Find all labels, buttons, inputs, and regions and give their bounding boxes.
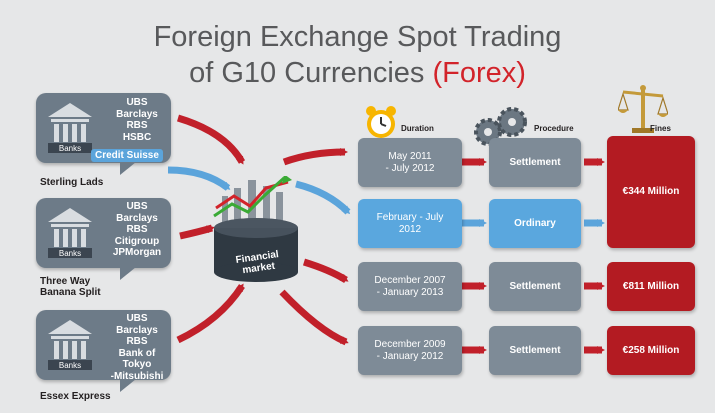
fine-box-3: €258 Million bbox=[607, 326, 695, 375]
arrow-market-to-case1 bbox=[282, 148, 348, 166]
page-title-line2: of G10 Currencies (Forex) bbox=[0, 56, 715, 90]
group-name-three-way-banana-split: Three Way Banana Split bbox=[40, 276, 101, 298]
arrow-threeway-to-market bbox=[179, 224, 215, 240]
duration-box-4: December 2009 - January 2012 bbox=[358, 326, 462, 375]
header-duration: Duration bbox=[401, 124, 434, 133]
bank-name: JPMorgan bbox=[112, 247, 162, 258]
arrow-market-to-case2 bbox=[295, 180, 351, 215]
bank-name: Barclays bbox=[116, 324, 158, 336]
bank-name: Citigroup bbox=[114, 235, 160, 247]
bank-group-three-way-banana-split: Banks UBS Barclays RBS Citigroup JPMorga… bbox=[36, 198, 171, 280]
bank-group-essex-express: Banks UBS Barclays RBS Bank of Tokyo -Mi… bbox=[36, 310, 171, 392]
bank-name: UBS bbox=[126, 313, 148, 324]
arrow-sterling-to-market bbox=[177, 114, 246, 165]
arrow-market-to-case4 bbox=[279, 289, 349, 346]
financial-market-cylinder bbox=[213, 176, 298, 282]
bank-name: RBS bbox=[126, 120, 148, 131]
bank-name: Barclays bbox=[116, 108, 158, 120]
duration-box-1: May 2011 - July 2012 bbox=[358, 138, 462, 187]
bank-building-icon: Banks bbox=[48, 320, 92, 370]
fine-box-1: €344 Million bbox=[607, 136, 695, 248]
bank-name: Bank of Tokyo bbox=[118, 347, 156, 371]
credit-suisse-badge: Credit Suisse bbox=[91, 149, 163, 162]
page-title: Foreign Exchange Spot Trading bbox=[153, 21, 562, 53]
bank-name: HSBC bbox=[122, 131, 152, 143]
bank-building-icon: Banks bbox=[48, 208, 92, 258]
alarm-clock-icon bbox=[366, 106, 396, 138]
duration-box-3: December 2007 - January 2013 bbox=[358, 262, 462, 311]
procedure-box-3: Settlement bbox=[489, 262, 581, 311]
bank-icon-label: Banks bbox=[59, 361, 81, 370]
title-prefix: of G10 Currencies bbox=[189, 57, 425, 89]
title-accent: (Forex) bbox=[432, 57, 526, 89]
bank-icon-label: Banks bbox=[59, 249, 81, 258]
bank-name: UBS bbox=[126, 201, 148, 212]
bank-name: -Mitsubishi bbox=[110, 370, 164, 382]
group-name-sterling-lads: Sterling Lads bbox=[40, 177, 104, 188]
bank-name: RBS bbox=[126, 224, 148, 235]
group-name-essex-express: Essex Express bbox=[40, 391, 111, 402]
bank-icon-label: Banks bbox=[59, 144, 81, 153]
fine-box-2: €811 Million bbox=[607, 262, 695, 311]
procedure-box-4: Settlement bbox=[489, 326, 581, 375]
arrow-credit-suisse-to-market bbox=[167, 166, 231, 191]
procedure-box-1: Settlement bbox=[489, 138, 581, 187]
bank-list: UBS Barclays RBS Citigroup JPMorgan bbox=[104, 201, 170, 259]
gears-icon bbox=[474, 107, 527, 146]
header-procedure: Procedure bbox=[534, 124, 574, 133]
chart-arrow-icon bbox=[213, 176, 286, 218]
bank-name: Barclays bbox=[116, 212, 158, 224]
header-fines: Fines bbox=[650, 124, 671, 133]
duration-box-2: February - July 2012 bbox=[358, 199, 462, 248]
arrow-essex-to-market bbox=[176, 283, 245, 344]
bank-list: UBS Barclays RBS HSBC bbox=[104, 97, 170, 143]
arrow-market-to-case3 bbox=[302, 258, 349, 283]
bank-building-icon: Banks bbox=[48, 103, 92, 153]
bank-list: UBS Barclays RBS Bank of Tokyo -Mitsubis… bbox=[104, 313, 170, 382]
procedure-box-2: Ordinary bbox=[489, 199, 581, 248]
bank-name: RBS bbox=[126, 336, 148, 347]
scales-icon bbox=[618, 85, 668, 133]
bank-name: UBS bbox=[126, 97, 148, 108]
